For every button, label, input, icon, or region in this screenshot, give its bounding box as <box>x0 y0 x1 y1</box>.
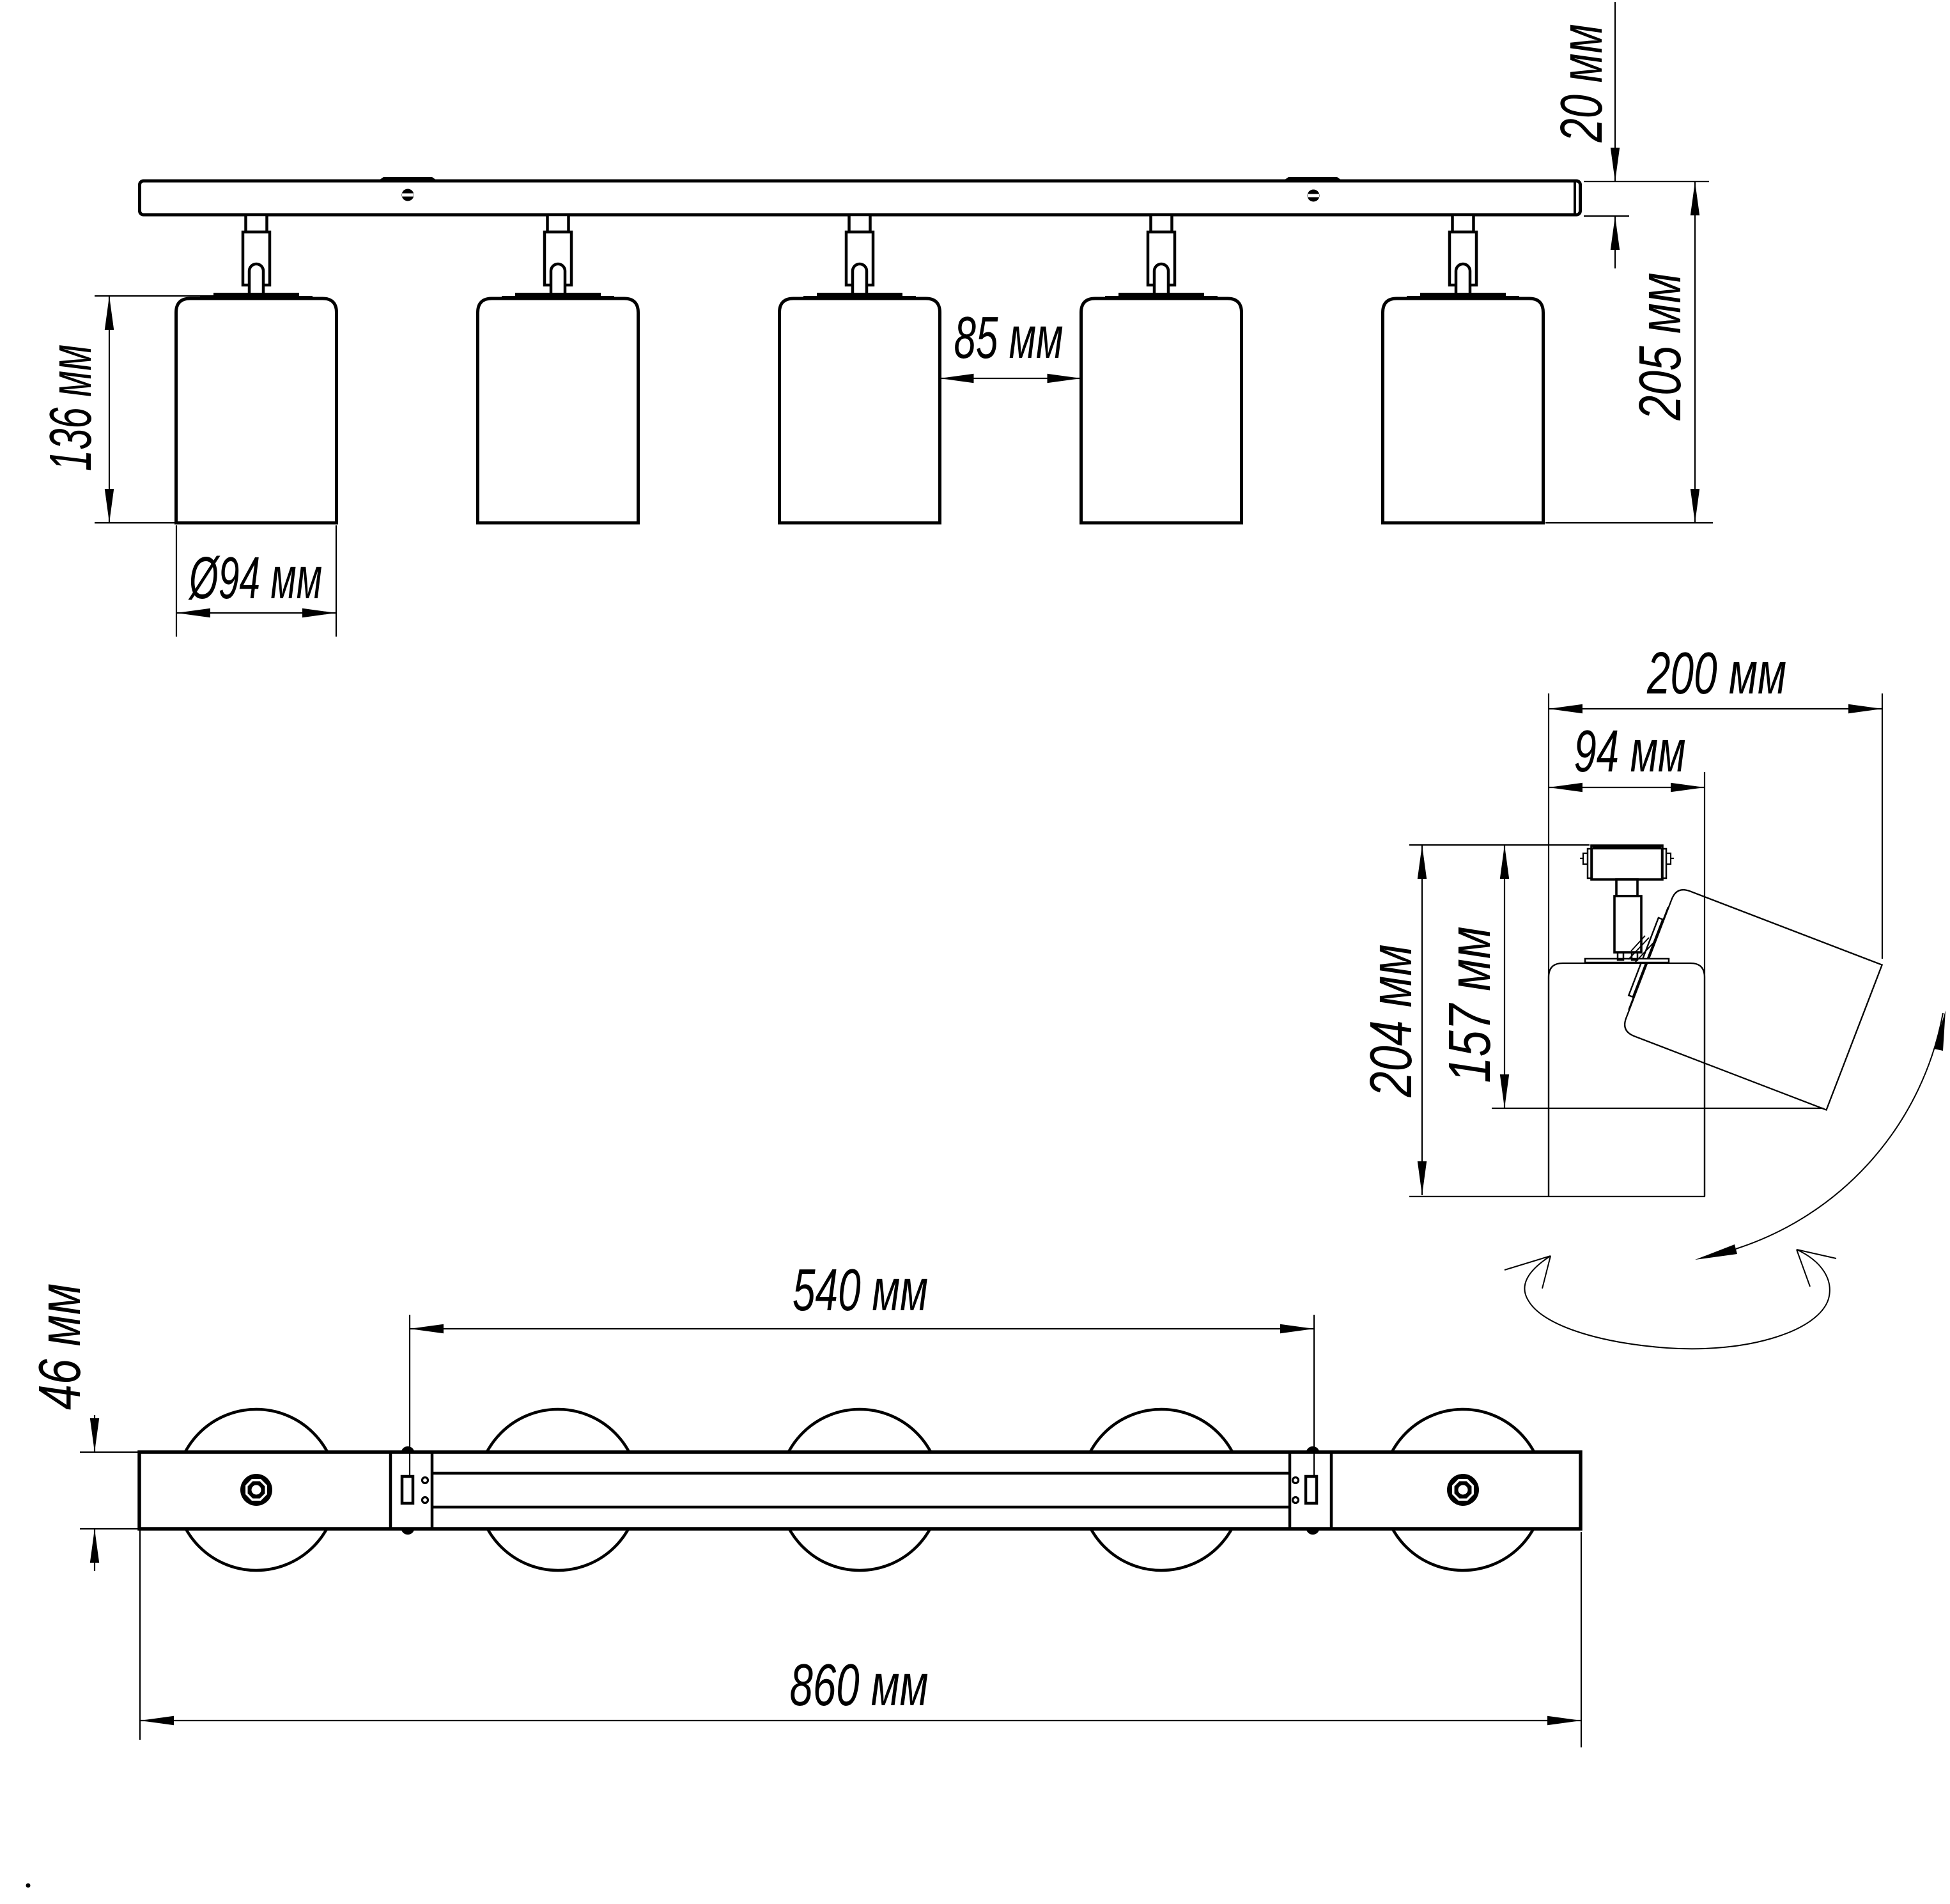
svg-text:200 мм: 200 мм <box>1646 640 1786 706</box>
svg-text:94 мм: 94 мм <box>1574 718 1686 784</box>
svg-text:20 мм: 20 мм <box>1548 24 1614 143</box>
svg-text:205 мм: 205 мм <box>1627 273 1693 421</box>
svg-text:860 мм: 860 мм <box>790 1652 929 1718</box>
svg-text:204 мм: 204 мм <box>1358 945 1424 1098</box>
svg-text:Ø94 мм: Ø94 мм <box>188 545 322 611</box>
svg-text:157 мм: 157 мм <box>1436 927 1503 1083</box>
svg-text:85 мм: 85 мм <box>954 304 1064 371</box>
svg-text:540 мм: 540 мм <box>793 1257 928 1323</box>
svg-text:136 мм: 136 мм <box>37 344 104 471</box>
svg-text:46 мм: 46 мм <box>26 1283 93 1410</box>
